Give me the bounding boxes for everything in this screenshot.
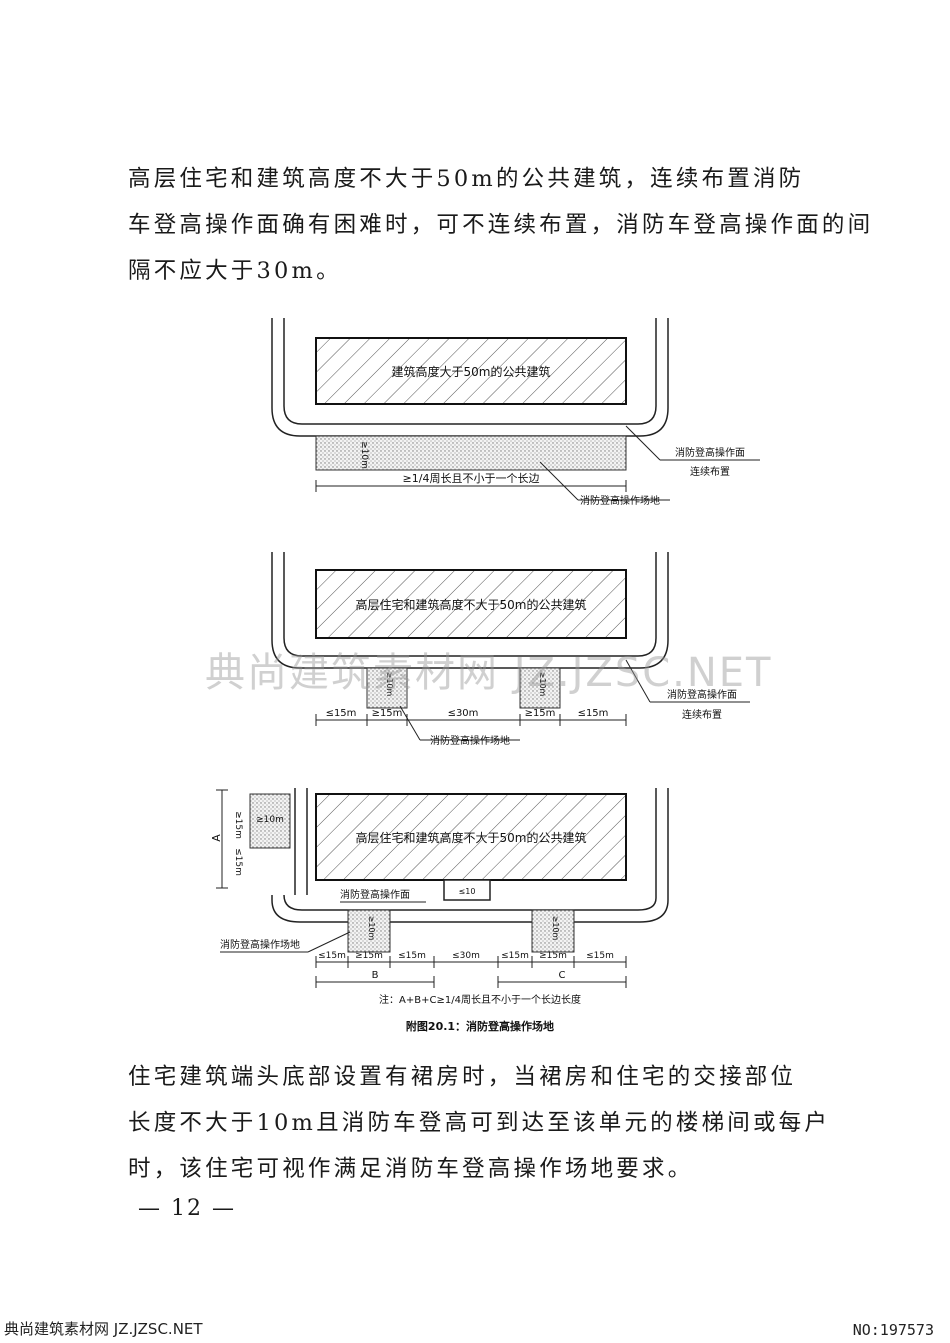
podium-notch <box>443 879 491 901</box>
paragraph-line: 高层住宅和建筑高度不大于50m的公共建筑，连续布置消防 <box>128 166 805 192</box>
paragraph-line: 隔不应大于30m。 <box>128 258 342 284</box>
label-c: C <box>559 970 566 981</box>
width-label: ≥10m <box>359 441 369 469</box>
dimension-label: ≥15m <box>372 708 403 719</box>
building-label: 建筑高度大于50m的公共建筑 <box>392 364 551 379</box>
building-label: 高层住宅和建筑高度不大于50m的公共建筑 <box>356 830 587 845</box>
label-b: B <box>372 970 379 981</box>
site-area <box>531 909 575 953</box>
width-label: ≥10m <box>385 672 394 697</box>
paragraph-1: 高层住宅和建筑高度不大于50m的公共建筑，连续布置消防 车登高操作面确有困难时，… <box>128 156 874 294</box>
face-label: 消防登高操作面 <box>667 688 737 701</box>
site-area <box>347 909 391 953</box>
building <box>315 793 627 881</box>
site-area <box>315 435 627 471</box>
road-outline <box>283 552 657 657</box>
side-label-a: A <box>210 834 223 842</box>
dimension-label: ≤15m <box>398 951 426 961</box>
figure-caption: 附图20.1：消防登高操作场地 <box>406 1019 554 1033</box>
leader-line <box>625 425 661 461</box>
paragraph-line: 长度不大于10m且消防车登高可到达至该单元的楼梯间或每户 <box>128 1110 831 1136</box>
site-label: 消防登高操作场地 <box>430 734 510 747</box>
building <box>315 337 627 405</box>
building <box>315 569 627 639</box>
footer-doc-number: NO:197573 <box>852 1321 934 1339</box>
page-number: — 12 — <box>138 1196 236 1221</box>
dimension-label: ≤15m <box>318 951 346 961</box>
paragraph-line: 时，该住宅可视作满足消防车登高操作场地要求。 <box>128 1156 694 1182</box>
dimension-label: ≥15m <box>539 951 567 961</box>
pad-width-label: ≥10m <box>551 916 560 941</box>
length-label: ≥1/4周长且不小于一个长边 <box>403 472 540 485</box>
leader-line <box>399 705 421 741</box>
road-outline <box>283 318 657 425</box>
pad-width-label: ≥10m <box>367 916 376 941</box>
face-label: 连续布置 <box>690 465 730 478</box>
figure-note: 注：A+B+C≥1/4周长且不小于一个长边长度 <box>379 993 581 1006</box>
site-label: 消防登高操作场地 <box>220 938 300 951</box>
paragraph-2: 住宅建筑端头底部设置有裙房时，当裙房和住宅的交接部位 长度不大于10m且消防车登… <box>128 1054 828 1192</box>
footer-site-name: 典尚建筑素材网 JZ.JZSC.NET <box>4 1320 203 1338</box>
dimension-label: ≤30m <box>452 951 480 961</box>
site-area <box>249 793 291 849</box>
dimension-label: ≤15m <box>501 951 529 961</box>
road-outline <box>283 788 657 911</box>
paragraph-line: 车登高操作面确有困难时，可不连续布置，消防车登高操作面的间 <box>128 212 874 238</box>
face-label: 消防登高操作面 <box>340 888 410 901</box>
face-label: 连续布置 <box>682 708 722 721</box>
building-label: 高层住宅和建筑高度不大于50m的公共建筑 <box>356 597 587 612</box>
dimension-label: ≤30m <box>448 708 479 719</box>
face-label: 消防登高操作面 <box>675 446 745 459</box>
leader-line <box>307 931 351 953</box>
site-area <box>519 667 561 709</box>
diagram-combined: A ≥15m ≤15m ≥10m 高层住宅和建筑高度不大于50m的公共建筑 ≤1… <box>210 788 669 1006</box>
dimension-label: ≥15m <box>525 708 556 719</box>
leader-line <box>625 659 651 703</box>
dimension-label: ≤15m <box>578 708 609 719</box>
diagram-discontinuous: 高层住宅和建筑高度不大于50m的公共建筑 ≥10m ≥10m ≤15m ≥15m… <box>271 552 750 747</box>
dimension-label: ≤15m <box>326 708 357 719</box>
side-width-label: ≥10m <box>256 815 284 825</box>
side-dimension-label: ≥15m <box>233 811 243 839</box>
diagram-continuous: 建筑高度大于50m的公共建筑 ≥10m ≥1/4周长且不小于一个长边 消防登高操… <box>271 318 760 507</box>
leader-line <box>539 461 579 501</box>
width-label: ≥10m <box>538 672 547 697</box>
site-label: 消防登高操作场地 <box>580 494 660 507</box>
notch-label: ≤10 <box>459 887 476 896</box>
road-outline <box>271 552 669 669</box>
site-area <box>366 667 408 709</box>
dimension-label: ≥15m <box>355 951 383 961</box>
side-dimension-label: ≤15m <box>233 848 243 876</box>
fire-site-diagram: 建筑高度大于50m的公共建筑 ≥10m ≥1/4周长且不小于一个长边 消防登高操… <box>210 318 760 1033</box>
paragraph-line: 住宅建筑端头底部设置有裙房时，当裙房和住宅的交接部位 <box>128 1064 797 1090</box>
dimension-label: ≤15m <box>586 951 614 961</box>
watermark: 典尚建筑素材网 JZ.JZSC.NET <box>205 650 773 696</box>
road-outline <box>271 788 669 923</box>
